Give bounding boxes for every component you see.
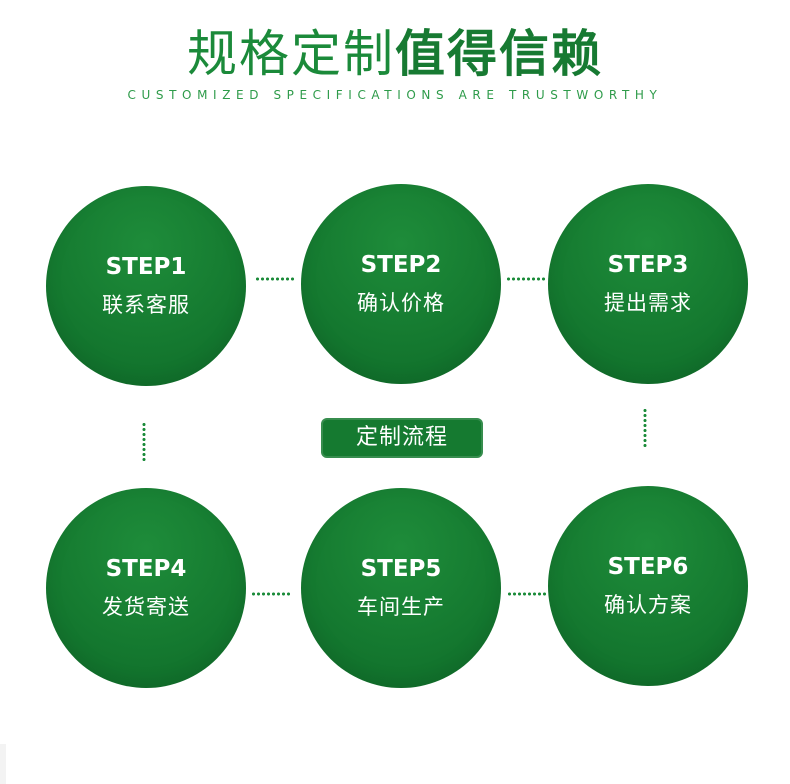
page-title: 规格定制值得信赖 [0, 22, 790, 86]
step-number: STEP6 [607, 554, 689, 580]
connector-dots [255, 277, 295, 281]
connector-dots [507, 592, 547, 596]
page-subtitle: CUSTOMIZED SPECIFICATIONS ARE TRUSTWORTH… [127, 88, 663, 102]
step-label: 发货寄送 [102, 595, 190, 619]
step-label: 确认价格 [357, 291, 445, 315]
step-circle-2: STEP2 确认价格 [301, 184, 501, 384]
process-label: 定制流程 [321, 418, 483, 458]
step-label: 确认方案 [604, 593, 692, 617]
title-bold: 值得信赖 [395, 25, 603, 83]
step-number: STEP2 [360, 252, 442, 278]
connector-dots [142, 422, 146, 462]
step-circle-3: STEP3 提出需求 [548, 184, 748, 384]
step-label: 联系客服 [102, 293, 190, 317]
step-label: 车间生产 [357, 595, 445, 619]
step-circle-5: STEP5 车间生产 [301, 488, 501, 688]
step-label: 提出需求 [604, 291, 692, 315]
connector-dots [643, 408, 647, 448]
step-number: STEP5 [360, 556, 442, 582]
title-light: 规格定制 [187, 25, 395, 83]
step-circle-1: STEP1 联系客服 [46, 186, 246, 386]
connector-dots [506, 277, 546, 281]
step-number: STEP4 [105, 556, 187, 582]
step-circle-6: STEP6 确认方案 [548, 486, 748, 686]
step-circle-4: STEP4 发货寄送 [46, 488, 246, 688]
connector-dots [251, 592, 291, 596]
step-number: STEP3 [607, 252, 689, 278]
step-number: STEP1 [105, 254, 187, 280]
edge-mark [0, 744, 6, 784]
